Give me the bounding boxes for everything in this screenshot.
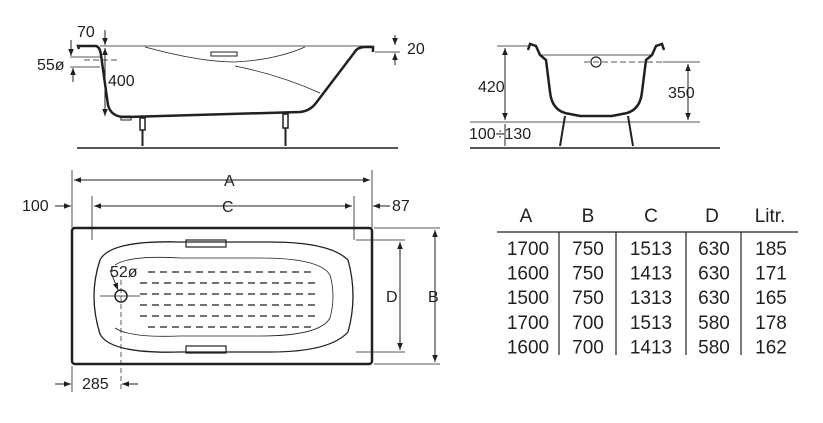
table-cell: 178 xyxy=(755,313,787,334)
dim-55-diameter: 55ø xyxy=(37,57,65,74)
table-cell: 1600 xyxy=(507,337,549,358)
dim-100-130: 100÷130 xyxy=(469,126,531,143)
table-row: 1600 750 1413 630 171 xyxy=(507,264,787,285)
table-cell: 1700 xyxy=(507,239,549,260)
table-cell: 630 xyxy=(698,288,730,309)
table-header-B: B xyxy=(582,206,595,227)
table-cell: 165 xyxy=(755,288,787,309)
table-cell: 1700 xyxy=(507,313,549,334)
leg xyxy=(282,113,289,146)
table-header-litr: Litr. xyxy=(755,206,786,227)
table-cell: 171 xyxy=(755,264,787,285)
plan-view: A C 100 87 52ø D B 285 xyxy=(22,170,440,393)
table-header-D: D xyxy=(705,206,719,227)
dim-285: 285 xyxy=(82,376,109,393)
dim-A-label: A xyxy=(224,173,235,190)
tub-plan-outline xyxy=(70,226,374,366)
table-cell: 1413 xyxy=(630,337,672,358)
table-row: 1700 700 1513 580 178 xyxy=(507,313,787,334)
table-cell: 1313 xyxy=(630,288,672,309)
leg xyxy=(559,115,566,147)
dim-100: 100 xyxy=(22,198,49,215)
table-row: 1500 750 1313 630 165 xyxy=(507,288,787,309)
leg xyxy=(139,117,146,146)
dim-350: 350 xyxy=(668,85,695,102)
table-cell: 700 xyxy=(572,337,604,358)
table-cell: 1600 xyxy=(507,264,549,285)
table-row: 1700 750 1513 630 185 xyxy=(507,239,787,260)
dim-20: 20 xyxy=(407,41,425,58)
drain xyxy=(120,115,132,121)
table-cell: 750 xyxy=(572,264,604,285)
dim-400: 400 xyxy=(108,73,135,90)
handle xyxy=(185,345,227,354)
table-cell: 630 xyxy=(698,264,730,285)
table-cell: 630 xyxy=(698,239,730,260)
leg xyxy=(627,115,634,147)
table-cell: 580 xyxy=(698,337,730,358)
table-cell: 1513 xyxy=(630,239,672,260)
table-header-C: C xyxy=(644,206,658,227)
dim-420: 420 xyxy=(478,79,505,96)
table-cell: 162 xyxy=(755,337,787,358)
tub-basin xyxy=(93,241,354,353)
table-cell: 1500 xyxy=(507,288,549,309)
table-cell: 580 xyxy=(698,313,730,334)
dimension-table: A B C D Litr. 1700 750 1513 630 185 1600 750 14… xyxy=(497,206,798,358)
table-cell: 1413 xyxy=(630,264,672,285)
table-cell: 185 xyxy=(755,239,787,260)
table-cell: 750 xyxy=(572,239,604,260)
table-row: 1600 700 1413 580 162 xyxy=(507,337,787,358)
table-cell: 750 xyxy=(572,288,604,309)
handle xyxy=(210,51,238,57)
tub-side-outline xyxy=(76,44,375,119)
overflow-hole xyxy=(590,56,602,68)
anti-slip-pattern xyxy=(140,271,320,328)
table-header-A: A xyxy=(520,206,533,227)
dim-52-diameter: 52ø xyxy=(110,264,138,281)
dim-B-label: B xyxy=(428,289,439,306)
handle xyxy=(185,239,227,248)
dim-D-label: D xyxy=(386,289,398,306)
tub-end-outline xyxy=(526,42,666,118)
dim-87: 87 xyxy=(392,198,410,215)
end-view: 420 350 100÷130 xyxy=(469,42,720,149)
dim-70: 70 xyxy=(77,24,95,41)
table-cell: 1513 xyxy=(630,313,672,334)
side-view: 70 55ø 400 20 xyxy=(37,24,425,149)
table-cell: 700 xyxy=(572,313,604,334)
dim-C-label: C xyxy=(222,199,234,216)
